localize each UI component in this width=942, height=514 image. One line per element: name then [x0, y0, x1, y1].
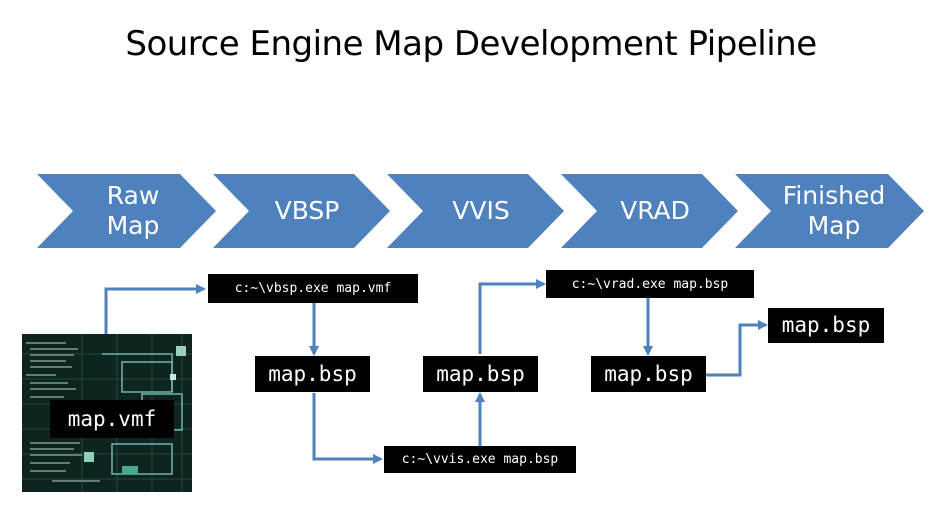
stage-label-vbsp: VBSP [274, 196, 340, 225]
stage-label-finished-map: Finished Map [782, 181, 886, 240]
connector-bsp-to-final [704, 320, 768, 377]
file-map-bsp-vvis-output: map.bsp [423, 356, 538, 392]
chevron-vvis [387, 174, 564, 248]
stage-label-vrad: VRAD [620, 196, 690, 225]
chevron-vbsp [213, 174, 390, 248]
stage-label-vvis: VVIS [452, 196, 510, 225]
stage-label-raw-map: Raw Map [106, 181, 160, 240]
file-map-bsp-vrad-output: map.bsp [591, 356, 706, 392]
file-map-bsp-final: map.bsp [768, 308, 884, 343]
command-vvis: c:~\vvis.exe map.bsp [384, 446, 576, 473]
chevron-raw-map [37, 174, 216, 248]
chevron-finished-map [735, 174, 924, 248]
file-map-bsp-vbsp-output: map.bsp [255, 356, 370, 392]
chevron-vrad [561, 174, 738, 248]
diagram-title: Source Engine Map Development Pipeline [125, 24, 817, 64]
command-vrad: c:~\vrad.exe map.bsp [546, 270, 754, 298]
connector-raw-to-vbsp-cmd [104, 284, 206, 336]
connector-bsp-to-vvis-cmd [312, 393, 383, 464]
command-vbsp: c:~\vbsp.exe map.vmf [208, 274, 418, 303]
file-map-vmf: map.vmf [50, 400, 174, 438]
connector-bsp-to-vrad-cmd [478, 279, 546, 354]
